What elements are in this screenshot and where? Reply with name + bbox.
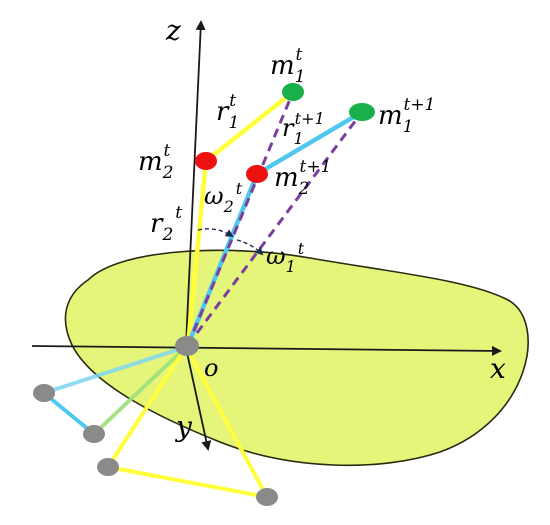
projection-link-green [92, 345, 188, 436]
z-axis-label: z [165, 14, 181, 47]
label-omega2: ω2t [204, 179, 243, 216]
label-m1-t1: m1t+1 [378, 95, 435, 137]
origin-label: o [204, 354, 218, 382]
x-axis-label: x [490, 352, 506, 385]
dashed-line-m1t [186, 91, 295, 346]
projection-link-yellow-3 [107, 465, 268, 499]
node-projection-2 [83, 425, 105, 443]
label-omega1: ω1t [266, 239, 305, 276]
angle-arc-omega2 [197, 228, 234, 238]
label-m1-t: m1t [270, 45, 305, 87]
node-projection-1 [33, 384, 55, 402]
y-axis-line [185, 347, 212, 451]
link-r1-t [204, 90, 295, 163]
x-axis-line [31, 345, 502, 356]
label-r2-t: r2t [150, 203, 182, 245]
projection-link-yellow-1 [106, 345, 188, 469]
dashed-line-m1t1 [186, 111, 364, 346]
label-r1-t: r1t [216, 91, 239, 133]
node-m2-t1 [246, 165, 268, 183]
node-origin [175, 336, 199, 356]
label-m2-t: m2t [138, 141, 173, 183]
z-axis-line [185, 20, 206, 346]
label-m2-t1: m2t+1 [274, 157, 331, 199]
ground-plane [64, 249, 529, 467]
label-r1-t1: r1t+1 [282, 109, 325, 148]
node-projection-3 [97, 458, 119, 476]
node-m2-t [195, 152, 217, 170]
projection-link-blue-2 [42, 391, 96, 436]
projection-link-blue-1 [43, 345, 187, 395]
link-r1-t1 [255, 110, 364, 176]
link-r2-t [185, 160, 209, 346]
node-m1-t [282, 83, 304, 101]
angle-arc-omega1 [236, 239, 264, 256]
y-axis-label: y [174, 410, 193, 443]
projection-link-yellow-2 [184, 346, 269, 498]
node-projection-4 [256, 488, 278, 506]
node-m1-t1 [349, 103, 375, 121]
